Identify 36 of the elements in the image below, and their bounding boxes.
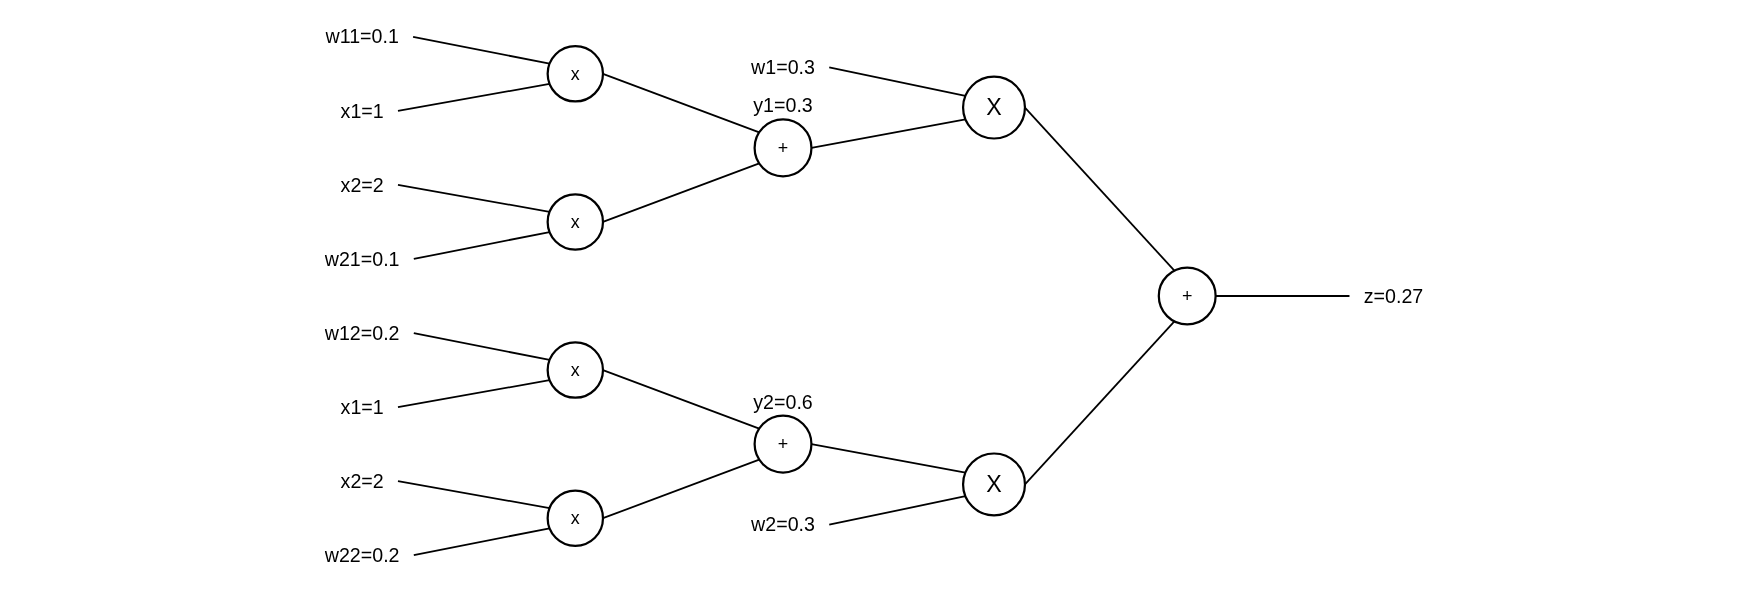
node-text: x1=1 xyxy=(340,99,384,122)
connector xyxy=(397,480,551,509)
connector xyxy=(397,83,551,112)
node-text: x2=2 xyxy=(340,470,384,493)
node-text: w12=0.2 xyxy=(324,321,400,345)
connector xyxy=(397,379,551,408)
connector xyxy=(602,458,761,520)
node-circle: + xyxy=(753,414,813,474)
node-text: w21=0.1 xyxy=(324,247,400,271)
connector xyxy=(602,162,761,223)
connector xyxy=(602,369,761,430)
node-circle: + xyxy=(753,118,813,178)
connector xyxy=(1024,106,1176,272)
node-circle: x xyxy=(546,193,605,251)
node-text: x1=1 xyxy=(340,395,384,419)
node-text: z=0.27 xyxy=(1363,284,1424,308)
node-text: w1=0.3 xyxy=(751,56,815,79)
node-circle: x xyxy=(546,45,605,103)
node-circle: x xyxy=(546,341,605,399)
node-value-label: y2=0.6 xyxy=(753,390,813,413)
node-circle: X xyxy=(961,75,1027,140)
node-text: w22=0.2 xyxy=(324,544,400,567)
connector xyxy=(412,332,551,361)
connector xyxy=(397,184,551,213)
node-circle: X xyxy=(961,452,1027,517)
connector xyxy=(602,72,761,134)
node-text: x2=2 xyxy=(340,173,384,197)
connector xyxy=(1024,320,1176,486)
node-circle: x xyxy=(546,489,605,547)
node-circle: + xyxy=(1157,266,1217,326)
connector xyxy=(412,35,551,65)
node-text: w2=0.3 xyxy=(751,513,815,536)
connector xyxy=(412,231,551,260)
node-value-label: y1=0.3 xyxy=(753,94,813,117)
node-text: w11=0.1 xyxy=(325,25,399,48)
connector xyxy=(412,527,551,557)
